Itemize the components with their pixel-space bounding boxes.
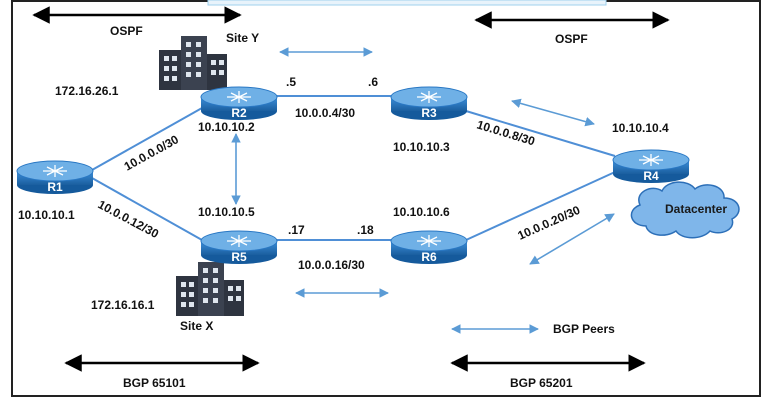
router-r5-name: R5: [231, 250, 247, 264]
link-r6-r4: [465, 171, 616, 241]
bgp-right-label: BGP 65201: [510, 376, 573, 390]
subnet-r2-r3: 10.0.0.4/30: [295, 106, 355, 120]
router-r2-name: R2: [231, 106, 247, 120]
router-r1[interactable]: R1: [16, 160, 94, 195]
host-id-r5-r6-right: .18: [357, 223, 374, 237]
top-banner-strip: [207, 0, 607, 6]
router-r5-ip: 10.10.10.5: [198, 205, 255, 219]
host-id-r2-r3-right: .6: [368, 75, 378, 89]
bgp-left-label: BGP 65101: [123, 376, 186, 390]
peer-arrow-r3-r4: [511, 98, 595, 127]
diagram-frame: [11, 0, 761, 397]
router-r1-name: R1: [47, 180, 63, 194]
domain-arrows: [32, 6, 670, 372]
link-r1-r2: [91, 107, 203, 171]
bgp-peer-arrows: [231, 47, 615, 334]
site-y-label: Site Y: [226, 31, 259, 45]
subnet-r5-r6: 10.0.0.16/30: [298, 258, 365, 272]
router-r2-ip: 10.10.10.2: [198, 120, 255, 134]
router-r6-ip: 10.10.10.6: [393, 205, 450, 219]
router-r6[interactable]: R6: [390, 230, 468, 265]
router-r3-ip: 10.10.10.3: [393, 140, 450, 154]
legend-bgp-peers-label: BGP Peers: [553, 322, 615, 336]
peer-arrow-r6-r4: [529, 213, 615, 265]
site-x-label: Site X: [180, 319, 213, 333]
ospf-right-label: OSPF: [555, 32, 588, 46]
host-id-r2-r3-left: .5: [286, 75, 296, 89]
router-r4-ip: 10.10.10.4: [612, 121, 669, 135]
router-r5[interactable]: R5: [200, 230, 278, 265]
router-r3-name: R3: [421, 106, 437, 120]
router-r2[interactable]: R2: [200, 86, 278, 121]
datacenter-label: Datacenter: [665, 202, 727, 216]
router-r4-name: R4: [643, 169, 659, 183]
ospf-left-label: OSPF: [110, 24, 143, 38]
router-r1-ip: 10.10.10.1: [18, 208, 75, 222]
site-y-prefix: 172.16.26.1: [55, 84, 119, 98]
router-r3[interactable]: R3: [390, 86, 468, 121]
site-x-prefix: 172.16.16.1: [91, 298, 155, 312]
host-id-r5-r6-left: .17: [288, 223, 305, 237]
link-r1-r5: [91, 177, 203, 241]
link-r3-r4: [465, 110, 616, 157]
router-r4[interactable]: R4: [612, 149, 690, 184]
network-links: [91, 95, 616, 241]
datacenter-cloud-icon[interactable]: Datacenter: [630, 181, 740, 239]
router-r6-name: R6: [421, 250, 437, 264]
